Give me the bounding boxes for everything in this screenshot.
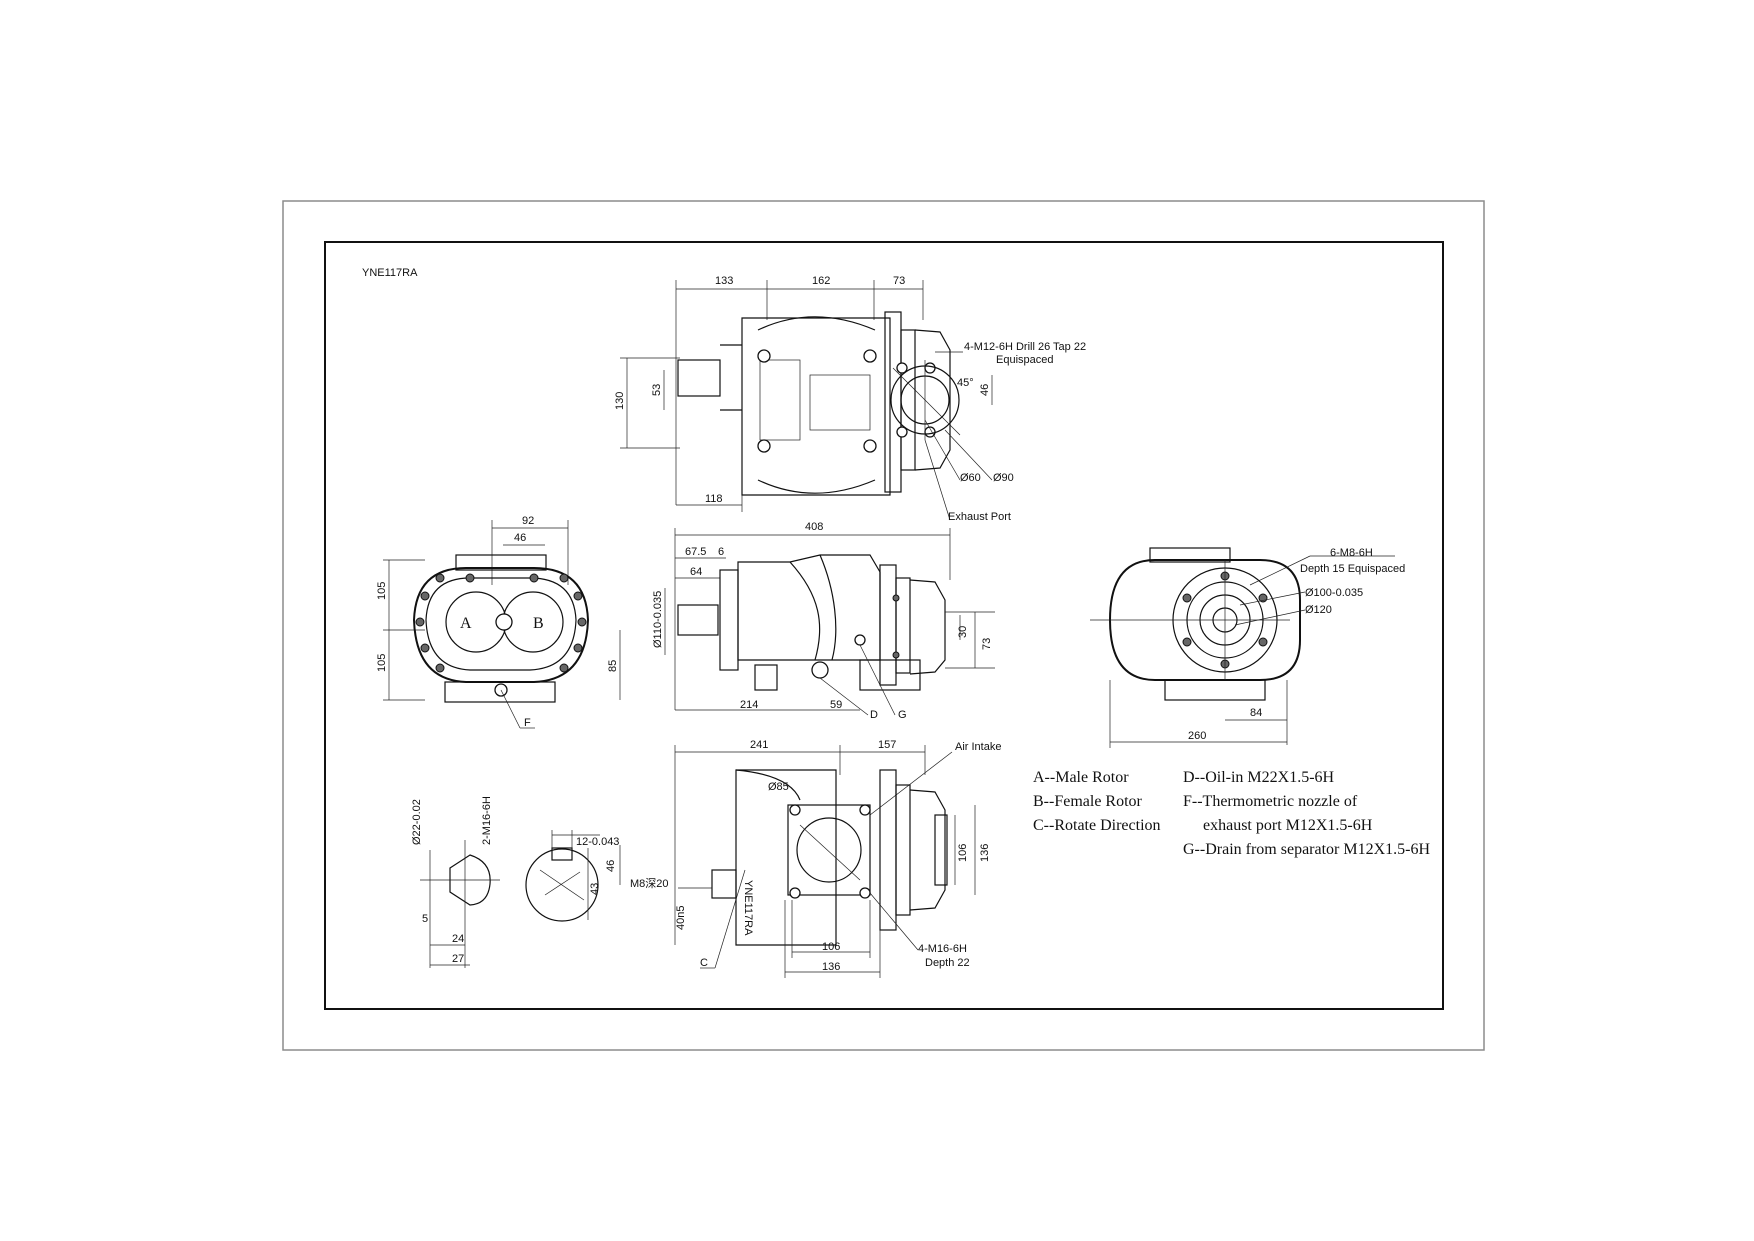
svg-text:73: 73	[893, 275, 905, 287]
svg-text:Ø110-0.035: Ø110-0.035	[652, 591, 664, 648]
svg-text:106: 106	[957, 844, 969, 862]
svg-text:M8深20: M8深20	[630, 877, 669, 890]
svg-text:46: 46	[979, 384, 991, 396]
legend-item-d: D--Oil-in M22X1.5-6H	[1183, 769, 1335, 786]
svg-text:136: 136	[822, 961, 840, 973]
svg-text:73: 73	[981, 638, 993, 650]
right-view: 6-M8-6H Depth 15 Equispaced Ø100-0.035 Ø…	[1090, 547, 1405, 748]
svg-text:Ø100-0.035: Ø100-0.035	[1305, 587, 1363, 599]
svg-text:5: 5	[422, 913, 428, 925]
legend-item-f: F--Thermometric nozzle of	[1183, 793, 1358, 810]
svg-text:105: 105	[376, 582, 388, 600]
svg-text:12-0.043: 12-0.043	[576, 836, 619, 848]
svg-text:214: 214	[740, 699, 758, 711]
svg-text:24: 24	[452, 933, 464, 945]
svg-text:162: 162	[812, 275, 830, 287]
svg-text:Ø60: Ø60	[960, 472, 981, 484]
svg-text:408: 408	[805, 521, 823, 533]
svg-text:2-M16-6H: 2-M16-6H	[481, 796, 493, 845]
legend-item-g: G--Drain from separator M12X1.5-6H	[1183, 841, 1430, 858]
end-view: 92 46 105 105 85 A B F	[376, 515, 621, 729]
svg-text:92: 92	[522, 515, 534, 527]
svg-text:84: 84	[1250, 707, 1262, 719]
svg-text:30: 30	[957, 626, 969, 638]
shaft-detail: Ø22-0.02 2-M16-6H 5 24 27 12-0.043 43	[411, 796, 619, 968]
svg-text:D: D	[870, 709, 878, 721]
svg-text:64: 64	[690, 566, 702, 578]
svg-text:6: 6	[718, 546, 724, 558]
svg-text:Depth 15 Equispaced: Depth 15 Equispaced	[1300, 563, 1405, 575]
svg-text:46: 46	[605, 860, 617, 872]
svg-text:105: 105	[376, 654, 388, 672]
svg-text:Ø90: Ø90	[993, 472, 1014, 484]
svg-text:45°: 45°	[957, 377, 974, 389]
svg-text:Depth 22: Depth 22	[925, 957, 970, 969]
svg-text:67.5: 67.5	[685, 546, 706, 558]
top-view: 133 162 73 130 53	[614, 275, 1086, 523]
svg-text:85: 85	[607, 660, 619, 672]
model-label: YNE117RA	[362, 267, 418, 279]
svg-text:241: 241	[750, 739, 768, 751]
bottom-view: 241 157 Air Intake Ø85 YNE117RA 106 136 …	[605, 739, 1001, 978]
svg-text:27: 27	[452, 953, 464, 965]
inner-frame	[324, 241, 1444, 1010]
front-view: 408 67.5 6 64 Ø110-0.035 214 59 30 73 D	[652, 521, 995, 721]
svg-text:YNE117RA: YNE117RA	[742, 880, 754, 936]
svg-text:B: B	[533, 615, 544, 632]
legend: A--Male Rotor B--Female Rotor C--Rotate …	[1033, 769, 1430, 858]
svg-text:136: 136	[979, 844, 991, 862]
svg-text:4-M12-6H Drill 26 Tap 22: 4-M12-6H Drill 26 Tap 22	[964, 341, 1086, 353]
svg-text:260: 260	[1188, 730, 1206, 742]
outer-frame	[282, 200, 1485, 1051]
svg-text:F: F	[524, 717, 531, 729]
svg-text:106: 106	[822, 941, 840, 953]
svg-text:53: 53	[651, 384, 663, 396]
svg-text:43: 43	[589, 883, 601, 895]
svg-text:46: 46	[514, 532, 526, 544]
svg-text:C: C	[700, 957, 708, 969]
svg-text:130: 130	[614, 392, 626, 410]
svg-text:Ø120: Ø120	[1305, 604, 1332, 616]
legend-item-a: A--Male Rotor	[1033, 769, 1129, 786]
legend-item-b: B--Female Rotor	[1033, 793, 1143, 810]
svg-text:118: 118	[705, 493, 723, 505]
svg-text:40n5: 40n5	[675, 906, 687, 930]
svg-text:133: 133	[715, 275, 733, 287]
svg-text:G: G	[898, 709, 907, 721]
legend-item-f-cont: exhaust port M12X1.5-6H	[1203, 817, 1373, 834]
svg-text:4-M16-6H: 4-M16-6H	[918, 943, 967, 955]
svg-text:Exhaust Port: Exhaust Port	[948, 511, 1011, 523]
svg-text:Equispaced: Equispaced	[996, 354, 1054, 366]
svg-text:Air Intake: Air Intake	[955, 741, 1001, 753]
svg-text:Ø85: Ø85	[768, 781, 789, 793]
svg-text:59: 59	[830, 699, 842, 711]
svg-text:157: 157	[878, 739, 896, 751]
svg-text:Ø22-0.02: Ø22-0.02	[411, 799, 423, 845]
svg-text:A: A	[460, 615, 472, 632]
legend-item-c: C--Rotate Direction	[1033, 817, 1161, 834]
svg-text:6-M8-6H: 6-M8-6H	[1330, 547, 1373, 559]
